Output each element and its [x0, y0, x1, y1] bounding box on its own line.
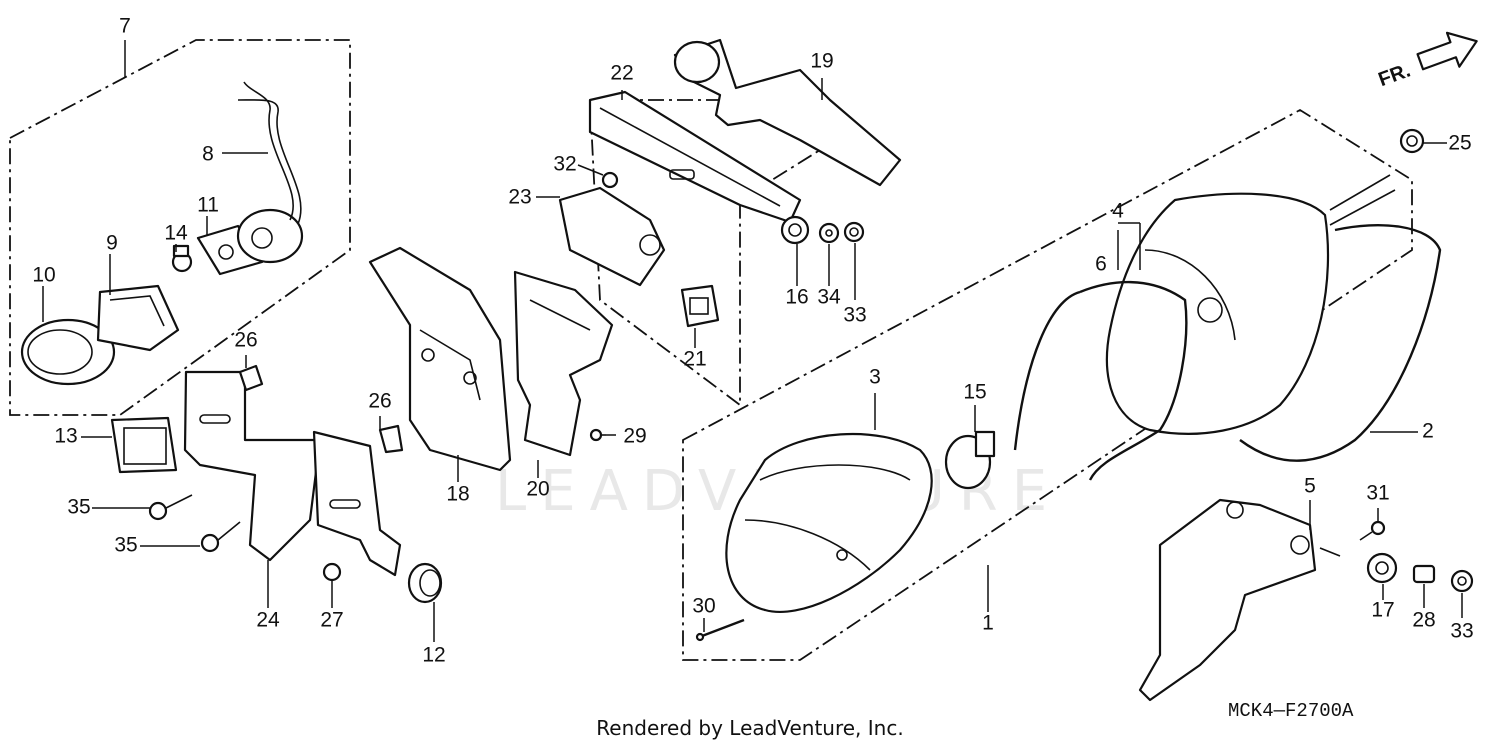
callout-26-upper: 26: [234, 329, 257, 352]
callout-34: 34: [817, 286, 841, 309]
callout-35-upper: 35: [67, 496, 90, 519]
turn-signal-lens-10: [20, 318, 116, 386]
callout-9: 9: [106, 232, 118, 255]
front-direction-arrow-icon: FR.: [1376, 31, 1478, 92]
group-box-1: [682, 108, 1413, 661]
nut-33-bottom: [1450, 569, 1474, 593]
callout-12: 12: [422, 644, 445, 667]
plate-bracket-24: [183, 370, 322, 562]
callout-32: 32: [553, 153, 576, 176]
group-box-7: [9, 39, 351, 416]
callout-16: 16: [785, 286, 808, 309]
nut-27: [322, 562, 342, 582]
taillight-housing: [1105, 174, 1396, 435]
callout-13: 13: [54, 425, 77, 448]
callout-31: 31: [1366, 482, 1389, 505]
screw-35-lower: [200, 521, 241, 553]
callout-3: 3: [869, 366, 881, 389]
bulb-15: [944, 430, 996, 490]
callout-18: 18: [446, 483, 469, 506]
callout-10: 10: [32, 264, 55, 287]
grommet-17: [1366, 552, 1398, 584]
bolt-29: [589, 428, 606, 442]
callout-28: 28: [1412, 609, 1435, 632]
reflector-13: [110, 416, 178, 474]
clip-26-mid: [378, 424, 404, 454]
bolt-31: [1359, 520, 1386, 541]
callout-29: 29: [623, 425, 646, 448]
callout-1: 1: [982, 612, 994, 635]
footer-credit: Rendered by LeadVenture, Inc.: [596, 716, 904, 740]
mudguard-20: [513, 270, 614, 457]
callout-4: 4: [1112, 200, 1124, 223]
callout-2: 2: [1422, 420, 1434, 443]
grommet-25: [1399, 128, 1425, 154]
nut-33-top: [843, 221, 865, 243]
callout-labels: 7 8 9 10 11 14 13 35 35 26 24 27 12 26 1…: [32, 15, 1473, 667]
clip-26-top: [238, 364, 264, 392]
bulb-14: [171, 244, 193, 273]
group-box-22: [589, 99, 821, 407]
leader-lines: [42, 40, 1463, 642]
callout-15: 15: [963, 381, 986, 404]
callout-6: 6: [1095, 253, 1107, 276]
callout-7: 7: [119, 15, 131, 38]
callout-24: 24: [256, 609, 280, 632]
callout-23: 23: [508, 186, 531, 209]
taillight-lens-3: [725, 432, 933, 613]
callout-14: 14: [164, 222, 188, 245]
gasket-6: [1013, 280, 1188, 481]
callout-8: 8: [202, 143, 214, 166]
callout-35-lower: 35: [114, 534, 137, 557]
direction-label: FR.: [1376, 60, 1414, 92]
callout-33-bottom: 33: [1450, 620, 1473, 643]
callout-33-top: 33: [843, 304, 866, 327]
bracket-23: [558, 186, 666, 287]
callout-26-middle: 26: [368, 390, 391, 413]
collar-28: [1412, 564, 1436, 584]
callout-17: 17: [1371, 599, 1394, 622]
callout-30: 30: [692, 595, 715, 618]
turn-signal-housing-9: [96, 284, 180, 352]
callout-27: 27: [320, 609, 343, 632]
nut-32: [601, 171, 619, 189]
diagram-code: MCK4—F2700A: [1228, 700, 1354, 722]
callout-22: 22: [610, 62, 633, 85]
callout-5: 5: [1304, 475, 1316, 498]
reflector-21: [680, 284, 720, 328]
screw-35-upper: [148, 494, 193, 521]
socket-wire-8: [236, 81, 304, 264]
reflector-12: [407, 562, 443, 604]
callout-20: 20: [526, 478, 549, 501]
washer-34: [818, 222, 840, 244]
seal-2: [1239, 223, 1442, 462]
stay-5: [1138, 498, 1341, 702]
plate-holder: [312, 430, 402, 577]
cover-19: [673, 38, 902, 187]
callout-19: 19: [810, 50, 833, 73]
grommet-16: [780, 215, 810, 245]
callout-11: 11: [197, 194, 219, 217]
fender-18: [368, 246, 512, 472]
callout-25: 25: [1448, 132, 1471, 155]
screw-30: [695, 618, 745, 642]
callout-21: 21: [683, 348, 706, 371]
